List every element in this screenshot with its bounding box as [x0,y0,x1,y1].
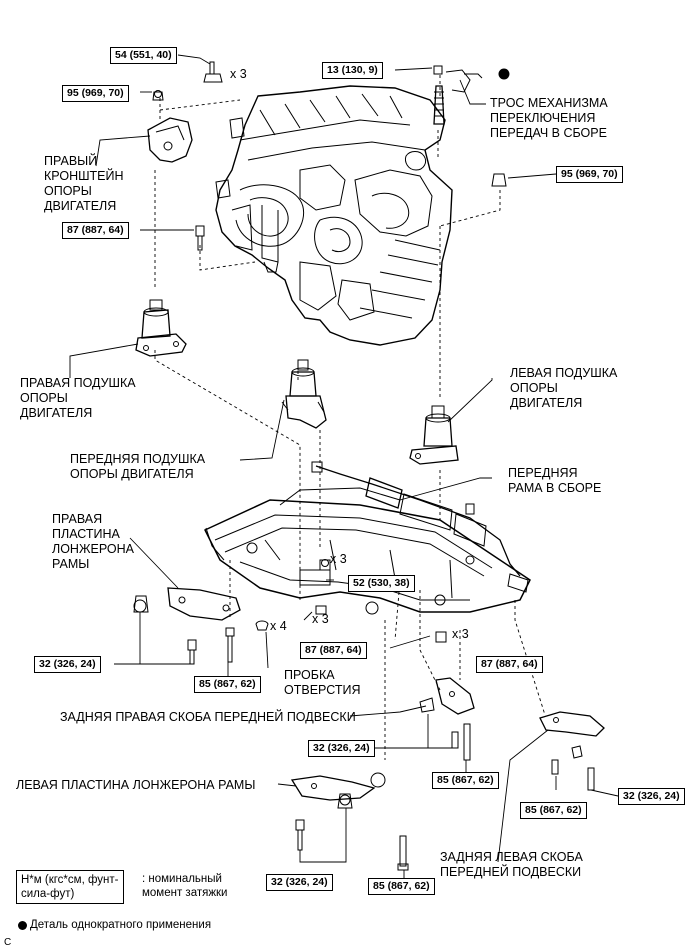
torque-box: 54 (551, 40) [110,47,177,64]
rear-right-brace-drawing [419,677,475,761]
label-rear-left-brace: ЗАДНЯЯ ЛЕВАЯ СКОБА ПЕРЕДНЕЙ ПОДВЕСКИ [440,850,583,879]
top-bolts-drawing [195,61,507,251]
torque-box: 32 (326, 24) [618,788,685,805]
torque-box: 32 (326, 24) [308,740,375,757]
legend-single-use: Деталь однократного применения [30,919,212,931]
label-right-engine-bracket: ПРАВЫЙ КРОНШТЕЙН ОПОРЫ ДВИГАТЕЛЯ [44,154,124,213]
quantity-label: x 3 [452,627,469,641]
left-engine-mount-drawing [409,405,459,465]
torque-box: 13 (130, 9) [322,62,383,79]
torque-box: 85 (867, 62) [520,802,587,819]
label-front-frame: ПЕРЕДНЯЯ РАМА В СБОРЕ [508,466,602,495]
corner-letter: C [4,937,12,948]
front-engine-mount-drawing [281,359,327,429]
label-shift-cable: ТРОС МЕХАНИЗМА ПЕРЕКЛЮЧЕНИЯ ПЕРЕДАЧ В СБ… [490,96,608,140]
torque-box: 87 (887, 64) [62,222,129,239]
torque-box: 52 (530, 38) [348,575,415,592]
leader-lines [69,54,619,878]
alignment-lines [154,75,546,760]
torque-box: 87 (887, 64) [476,656,543,673]
right-engine-mount-drawing [135,299,187,357]
torque-box: 95 (969, 70) [556,166,623,183]
engine-transaxle-drawing [215,85,453,346]
right-plate-bolts-drawing [187,605,447,665]
torque-box: 85 (867, 62) [194,676,261,693]
label-front-engine-mount: ПЕРЕДНЯЯ ПОДУШКА ОПОРЫ ДВИГАТЕЛЯ [70,452,206,481]
label-hole-plug: ПРОБКА ОТВЕРСТИЯ [284,668,361,697]
torque-box: 32 (326, 24) [34,656,101,673]
quantity-label: x 3 [312,612,329,626]
right-engine-bracket-drawing [147,90,193,163]
torque-box: 85 (867, 62) [432,772,499,789]
torque-box: 32 (326, 24) [266,874,333,891]
front-frame-drawing [203,461,531,615]
legend-unit-box: Н*м (кгс*см, фунт- сила-фут) [16,870,124,904]
torque-box: 87 (887, 64) [300,642,367,659]
single-use-icon [18,921,27,930]
label-right-engine-mount: ПРАВАЯ ПОДУШКА ОПОРЫ ДВИГАТЕЛЯ [20,376,136,420]
rear-left-brace-drawing [539,711,605,791]
quantity-label: x 4 [270,619,287,633]
quantity-label: x 3 [230,67,247,81]
left-frame-plate-drawing [290,772,409,871]
label-left-frame-plate: ЛЕВАЯ ПЛАСТИНА ЛОНЖЕРОНА РАМЫ [16,778,256,792]
quantity-label: x 3 [330,552,347,566]
torque-box: 95 (969, 70) [62,85,129,102]
right-frame-plate-drawing [133,587,241,621]
label-rear-right-brace: ЗАДНЯЯ ПРАВАЯ СКОБА ПЕРЕДНЕЙ ПОДВЕСКИ [60,710,356,724]
label-right-frame-plate: ПРАВАЯ ПЛАСТИНА ЛОНЖЕРОНА РАМЫ [52,512,134,571]
shift-cable-drawing [433,68,510,125]
legend-unit-description: : номинальный момент затяжки [142,873,228,899]
label-left-engine-mount: ЛЕВАЯ ПОДУШКА ОПОРЫ ДВИГАТЕЛЯ [510,366,618,410]
torque-box: 85 (867, 62) [368,878,435,895]
